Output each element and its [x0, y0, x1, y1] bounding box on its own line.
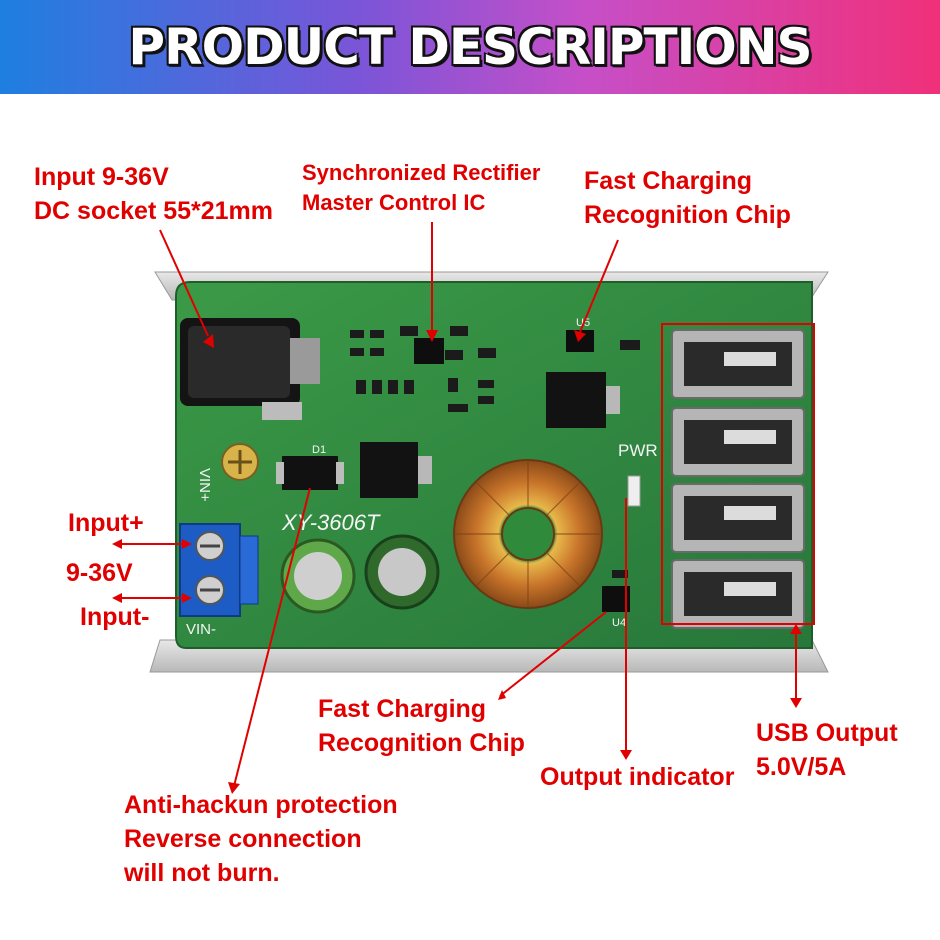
label-input-plus: Input+	[68, 509, 144, 537]
silk-u4: U4	[612, 617, 626, 629]
label-sync-rectifier: Synchronized Rectifier Master Control IC	[302, 160, 541, 215]
label-usb-output: USB Output 5.0V/5A	[756, 719, 898, 781]
master-control-ic	[414, 338, 444, 364]
usb-highlight-box	[661, 323, 815, 625]
banner-title: PRODUCT DESCRIPTIONS	[128, 18, 812, 76]
pwr-led	[627, 475, 641, 507]
label-output-indicator: Output indicator	[540, 763, 735, 791]
label-input-voltage: 9-36V	[66, 559, 133, 587]
silk-vin-plus: VIN+	[196, 468, 213, 502]
silk-d1: D1	[312, 444, 326, 456]
fast-charge-ic-top	[566, 330, 594, 352]
silk-pwr: PWR	[618, 441, 658, 460]
diode-d1	[282, 456, 338, 490]
mosfet-middle	[360, 442, 418, 498]
title-banner: PRODUCT DESCRIPTIONS	[0, 0, 940, 94]
label-input-socket: Input 9-36V DC socket 55*21mm	[34, 163, 274, 225]
label-fast-charging-bottom: Fast Charging Recognition Chip	[318, 695, 525, 757]
silk-vin-minus: VIN-	[186, 621, 216, 638]
silk-model: XY-3606T	[281, 510, 381, 535]
label-anti-reverse: Anti-hackun protection Reverse connectio…	[124, 791, 398, 887]
smd-components	[350, 326, 640, 578]
label-fast-charging-top: Fast Charging Recognition Chip	[584, 167, 791, 229]
usb-ports	[671, 329, 805, 629]
mosfet-top	[546, 372, 606, 428]
label-input-minus: Input-	[80, 603, 150, 631]
